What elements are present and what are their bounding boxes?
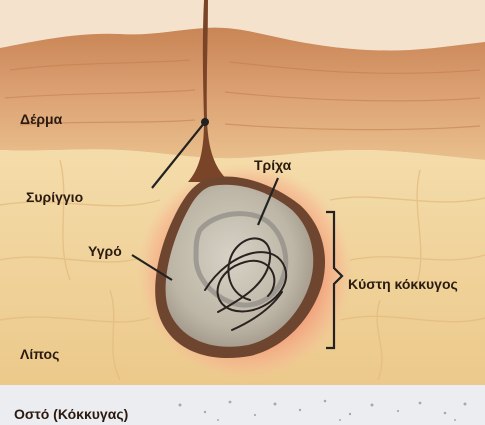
label-bone: Οστό (Κόκκυγας): [14, 406, 128, 422]
label-fat: Λίπος: [20, 346, 59, 362]
label-sinus: Συρίγγιο: [26, 189, 83, 205]
label-cyst: Κύστη κόκκυγος: [348, 276, 458, 292]
label-skin: Δέρμα: [20, 111, 63, 127]
sinus-leader-dot: [201, 118, 209, 126]
label-fluid: Υγρό: [88, 243, 122, 259]
label-hair: Τρίχα: [254, 157, 292, 173]
